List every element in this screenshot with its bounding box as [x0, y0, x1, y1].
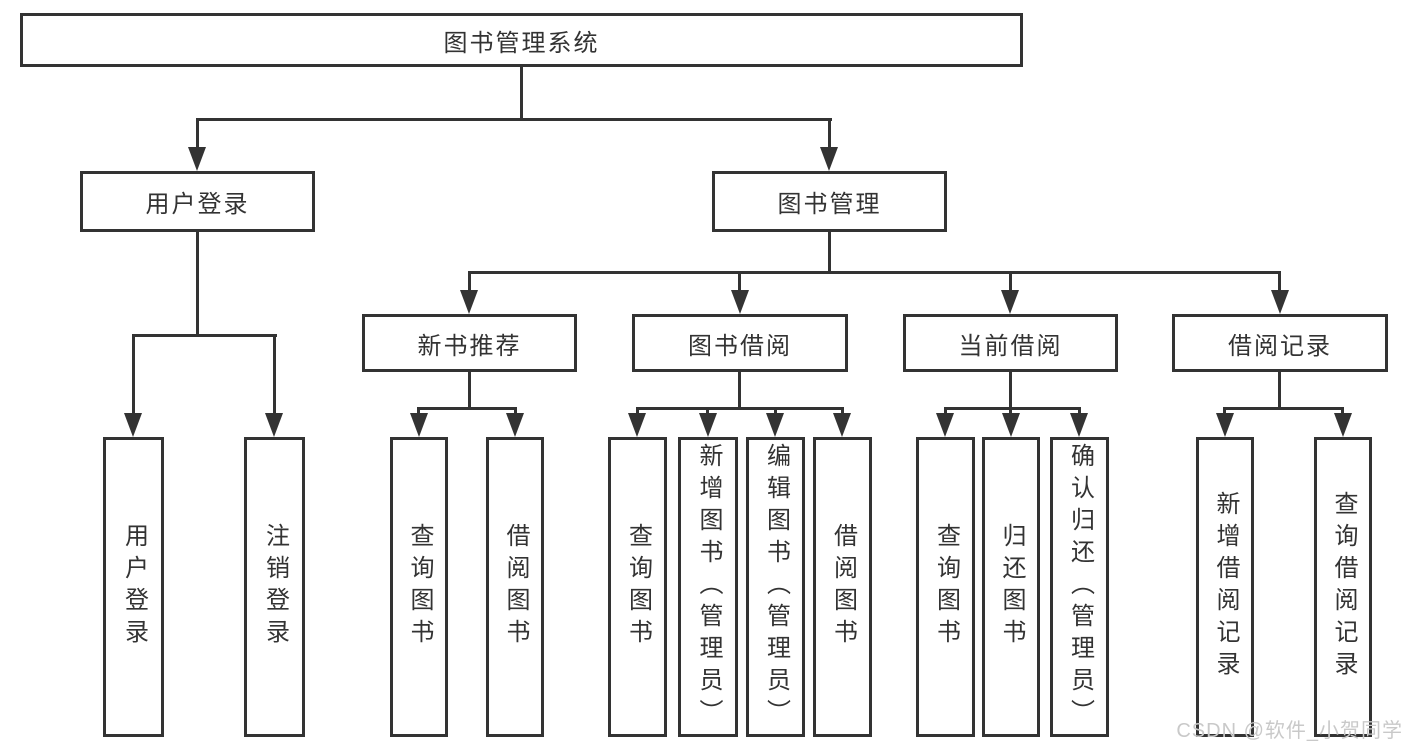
connector-line	[841, 407, 844, 417]
connector-line	[1223, 407, 1344, 410]
connector-line	[706, 407, 709, 417]
connector-line	[1078, 407, 1081, 417]
arrow-down-icon	[506, 413, 524, 437]
connector-line	[738, 271, 741, 293]
connector-line	[1009, 271, 1012, 293]
leaf-nbr-borrow-book: 借阅图书	[486, 437, 544, 737]
connector-line	[417, 407, 517, 410]
arrow-down-icon	[410, 413, 428, 437]
connector-line	[1223, 407, 1226, 417]
arrow-down-icon	[1070, 413, 1088, 437]
connector-line	[774, 407, 777, 417]
connector-line	[1278, 271, 1281, 293]
connector-line	[132, 334, 277, 337]
leaf-br-add-record: 新增借阅记录	[1196, 437, 1254, 737]
leaf-cb-return-book: 归还图书	[982, 437, 1040, 737]
connector-line	[738, 372, 741, 410]
connector-line	[636, 407, 844, 410]
node-borrow-record: 借阅记录	[1172, 314, 1388, 372]
connector-line	[273, 334, 276, 416]
arrow-down-icon	[628, 413, 646, 437]
connector-line	[468, 271, 1281, 274]
arrow-down-icon	[1271, 290, 1289, 314]
leaf-user-login: 用户登录	[103, 437, 164, 737]
connector-line	[1009, 407, 1012, 417]
connector-line	[944, 407, 1081, 410]
arrow-down-icon	[1001, 290, 1019, 314]
arrow-down-icon	[188, 147, 206, 171]
arrow-down-icon	[1216, 413, 1234, 437]
node-user-login: 用户登录	[80, 171, 315, 232]
leaf-nbr-query-book: 查询图书	[390, 437, 448, 737]
leaf-logout: 注销登录	[244, 437, 305, 737]
connector-line	[514, 407, 517, 417]
node-new-book-recommend: 新书推荐	[362, 314, 577, 372]
leaf-bb-add-book-admin: 新增图书（管理员）	[678, 437, 738, 737]
leaf-br-query-record: 查询借阅记录	[1314, 437, 1372, 737]
connector-line	[828, 232, 831, 274]
leaf-cb-confirm-return-admin: 确认归还（管理员）	[1050, 437, 1109, 737]
arrow-down-icon	[460, 290, 478, 314]
connector-line	[196, 118, 199, 150]
leaf-bb-query-book: 查询图书	[608, 437, 667, 737]
connector-line	[468, 372, 471, 410]
connector-line	[828, 118, 831, 150]
arrow-down-icon	[820, 147, 838, 171]
csdn-watermark: CSDN @软件_小贺同学	[1176, 720, 1403, 742]
connector-line	[132, 334, 135, 416]
node-root: 图书管理系统	[20, 13, 1023, 67]
connector-line	[417, 407, 420, 417]
connector-line	[196, 232, 199, 337]
connector-line	[1278, 372, 1281, 410]
arrow-down-icon	[833, 413, 851, 437]
connector-line	[944, 407, 947, 417]
arrow-down-icon	[731, 290, 749, 314]
connector-line	[520, 67, 523, 121]
node-book-management: 图书管理	[712, 171, 947, 232]
node-book-borrow: 图书借阅	[632, 314, 848, 372]
arrow-down-icon	[124, 413, 142, 437]
arrow-down-icon	[936, 413, 954, 437]
connector-line	[1009, 372, 1012, 410]
connector-line	[636, 407, 639, 417]
leaf-bb-borrow-book: 借阅图书	[813, 437, 872, 737]
arrow-down-icon	[699, 413, 717, 437]
arrow-down-icon	[766, 413, 784, 437]
leaf-cb-query-book: 查询图书	[916, 437, 975, 737]
node-current-borrow: 当前借阅	[903, 314, 1118, 372]
arrow-down-icon	[1334, 413, 1352, 437]
connector-line	[196, 118, 832, 121]
connector-line	[468, 271, 471, 293]
arrow-down-icon	[1002, 413, 1020, 437]
leaf-bb-edit-book-admin: 编辑图书（管理员）	[746, 437, 805, 737]
arrow-down-icon	[265, 413, 283, 437]
connector-line	[1341, 407, 1344, 417]
